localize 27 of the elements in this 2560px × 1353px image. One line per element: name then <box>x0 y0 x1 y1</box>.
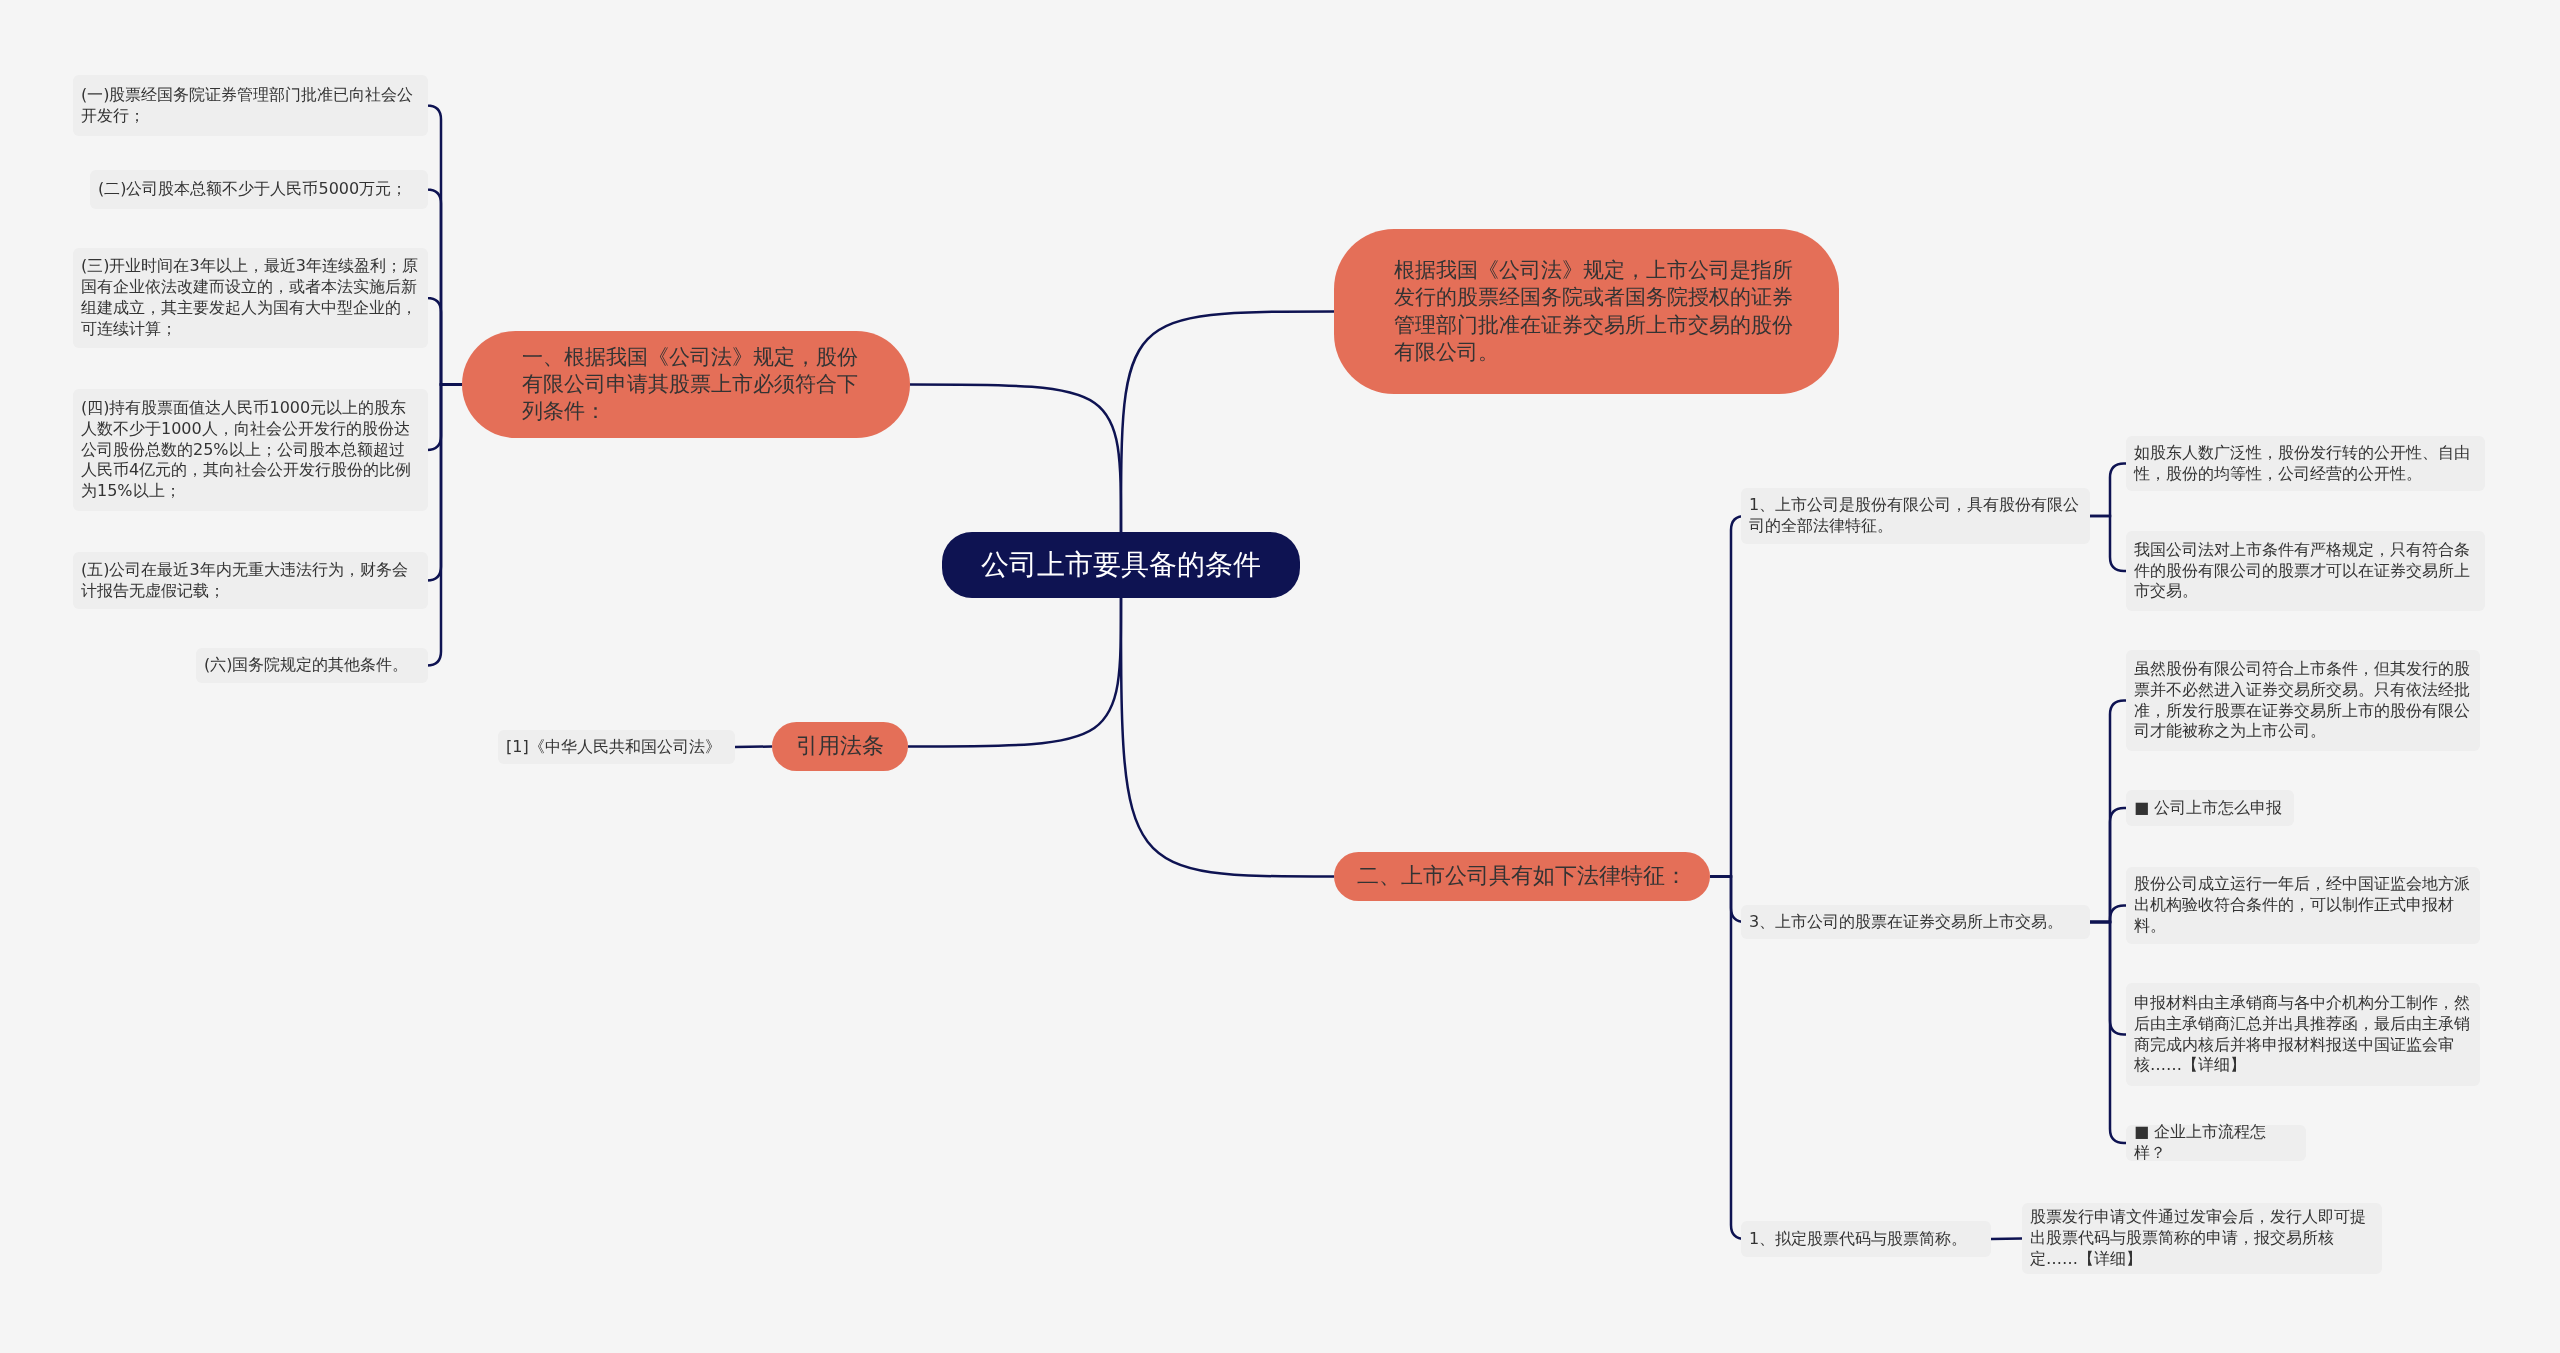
text-card: (五)公司在最近3年内无重大违法行为，财务会计报告无虚假记载； <box>73 552 428 609</box>
connector <box>1990 1237 2023 1241</box>
text-card: 股份公司成立运行一年后，经中国证监会地方派出机构验收符合条件的，可以制作正式申报材料。 <box>2126 867 2480 944</box>
topic-pill: 引用法条 <box>772 722 908 771</box>
text-card: ■ 公司上市怎么申报 <box>2126 790 2294 826</box>
connector <box>1119 598 1334 878</box>
text-card: (一)股票经国务院证券管理部门批准已向社会公开发行； <box>73 75 428 136</box>
text-card: (二)公司股本总额不少于人民币5000万元； <box>90 170 428 209</box>
text-card: 我国公司法对上市条件有严格规定，只有符合条件的股份有限公司的股票才可以在证券交易所上市交易。 <box>2126 531 2485 611</box>
text-card: 股票发行申请文件通过发审会后，发行人即可提出股票代码与股票简称的申请，报交易所核定……【详细】 <box>2022 1203 2382 1274</box>
text-card: 1、拟定股票代码与股票简称。 <box>1741 1221 1991 1257</box>
text-card: 3、上市公司的股票在证券交易所上市交易。 <box>1741 905 2090 939</box>
text-card: 虽然股份有限公司符合上市条件，但其发行的股票并不必然进入证券交易所交易。只有依法经批准，所发行股票在证券交易所上市的股份有限公司才能被称之为上市公司。 <box>2126 650 2480 751</box>
text-card: [1]《中华人民共和国公司法》 <box>498 730 735 764</box>
central-topic: 公司上市要具备的条件 <box>942 532 1300 598</box>
topic-pill: 一、根据我国《公司法》规定，股份有限公司申请其股票上市必须符合下列条件： <box>462 331 910 438</box>
text-card: (六)国务院规定的其他条件。 <box>196 648 428 683</box>
topic-pill: 二、上市公司具有如下法律特征： <box>1334 852 1710 901</box>
text-card: 1、上市公司是股份有限公司，具有股份有限公司的全部法律特征。 <box>1741 488 2090 544</box>
text-card: 如股东人数广泛性，股份发行转的公开性、自由性，股份的均等性，公司经营的公开性。 <box>2126 436 2485 491</box>
text-card: ■ 企业上市流程怎样？ <box>2126 1125 2306 1161</box>
connector <box>910 383 1123 532</box>
topic-pill: 根据我国《公司法》规定，上市公司是指所发行的股票经国务院或者国务院授权的证券管理部门批准在证券交易所上市交易的股份有限公司。 <box>1334 229 1839 394</box>
text-card: (四)持有股票面值达人民币1000元以上的股东人数不少于1000人，向社会公开发行的股份达公司股份总数的25%以上；公司股本总额超过人民币4亿元的，其向社会公开发行股份的比例为15%以上； <box>73 389 428 511</box>
connector <box>735 745 772 749</box>
text-card: 申报材料由主承销商与各中介机构分工制作，然后由主承销商汇总并出具推荐函，最后由主承销商完成内核后并将申报材料报送中国证监会审核……【详细】 <box>2126 983 2480 1086</box>
text-card: (三)开业时间在3年以上，最近3年连续盈利；原国有企业依法改建而设立的，或者本法实施后新组建成立，其主要发起人为国有大中型企业的，可连续计算； <box>73 248 428 348</box>
